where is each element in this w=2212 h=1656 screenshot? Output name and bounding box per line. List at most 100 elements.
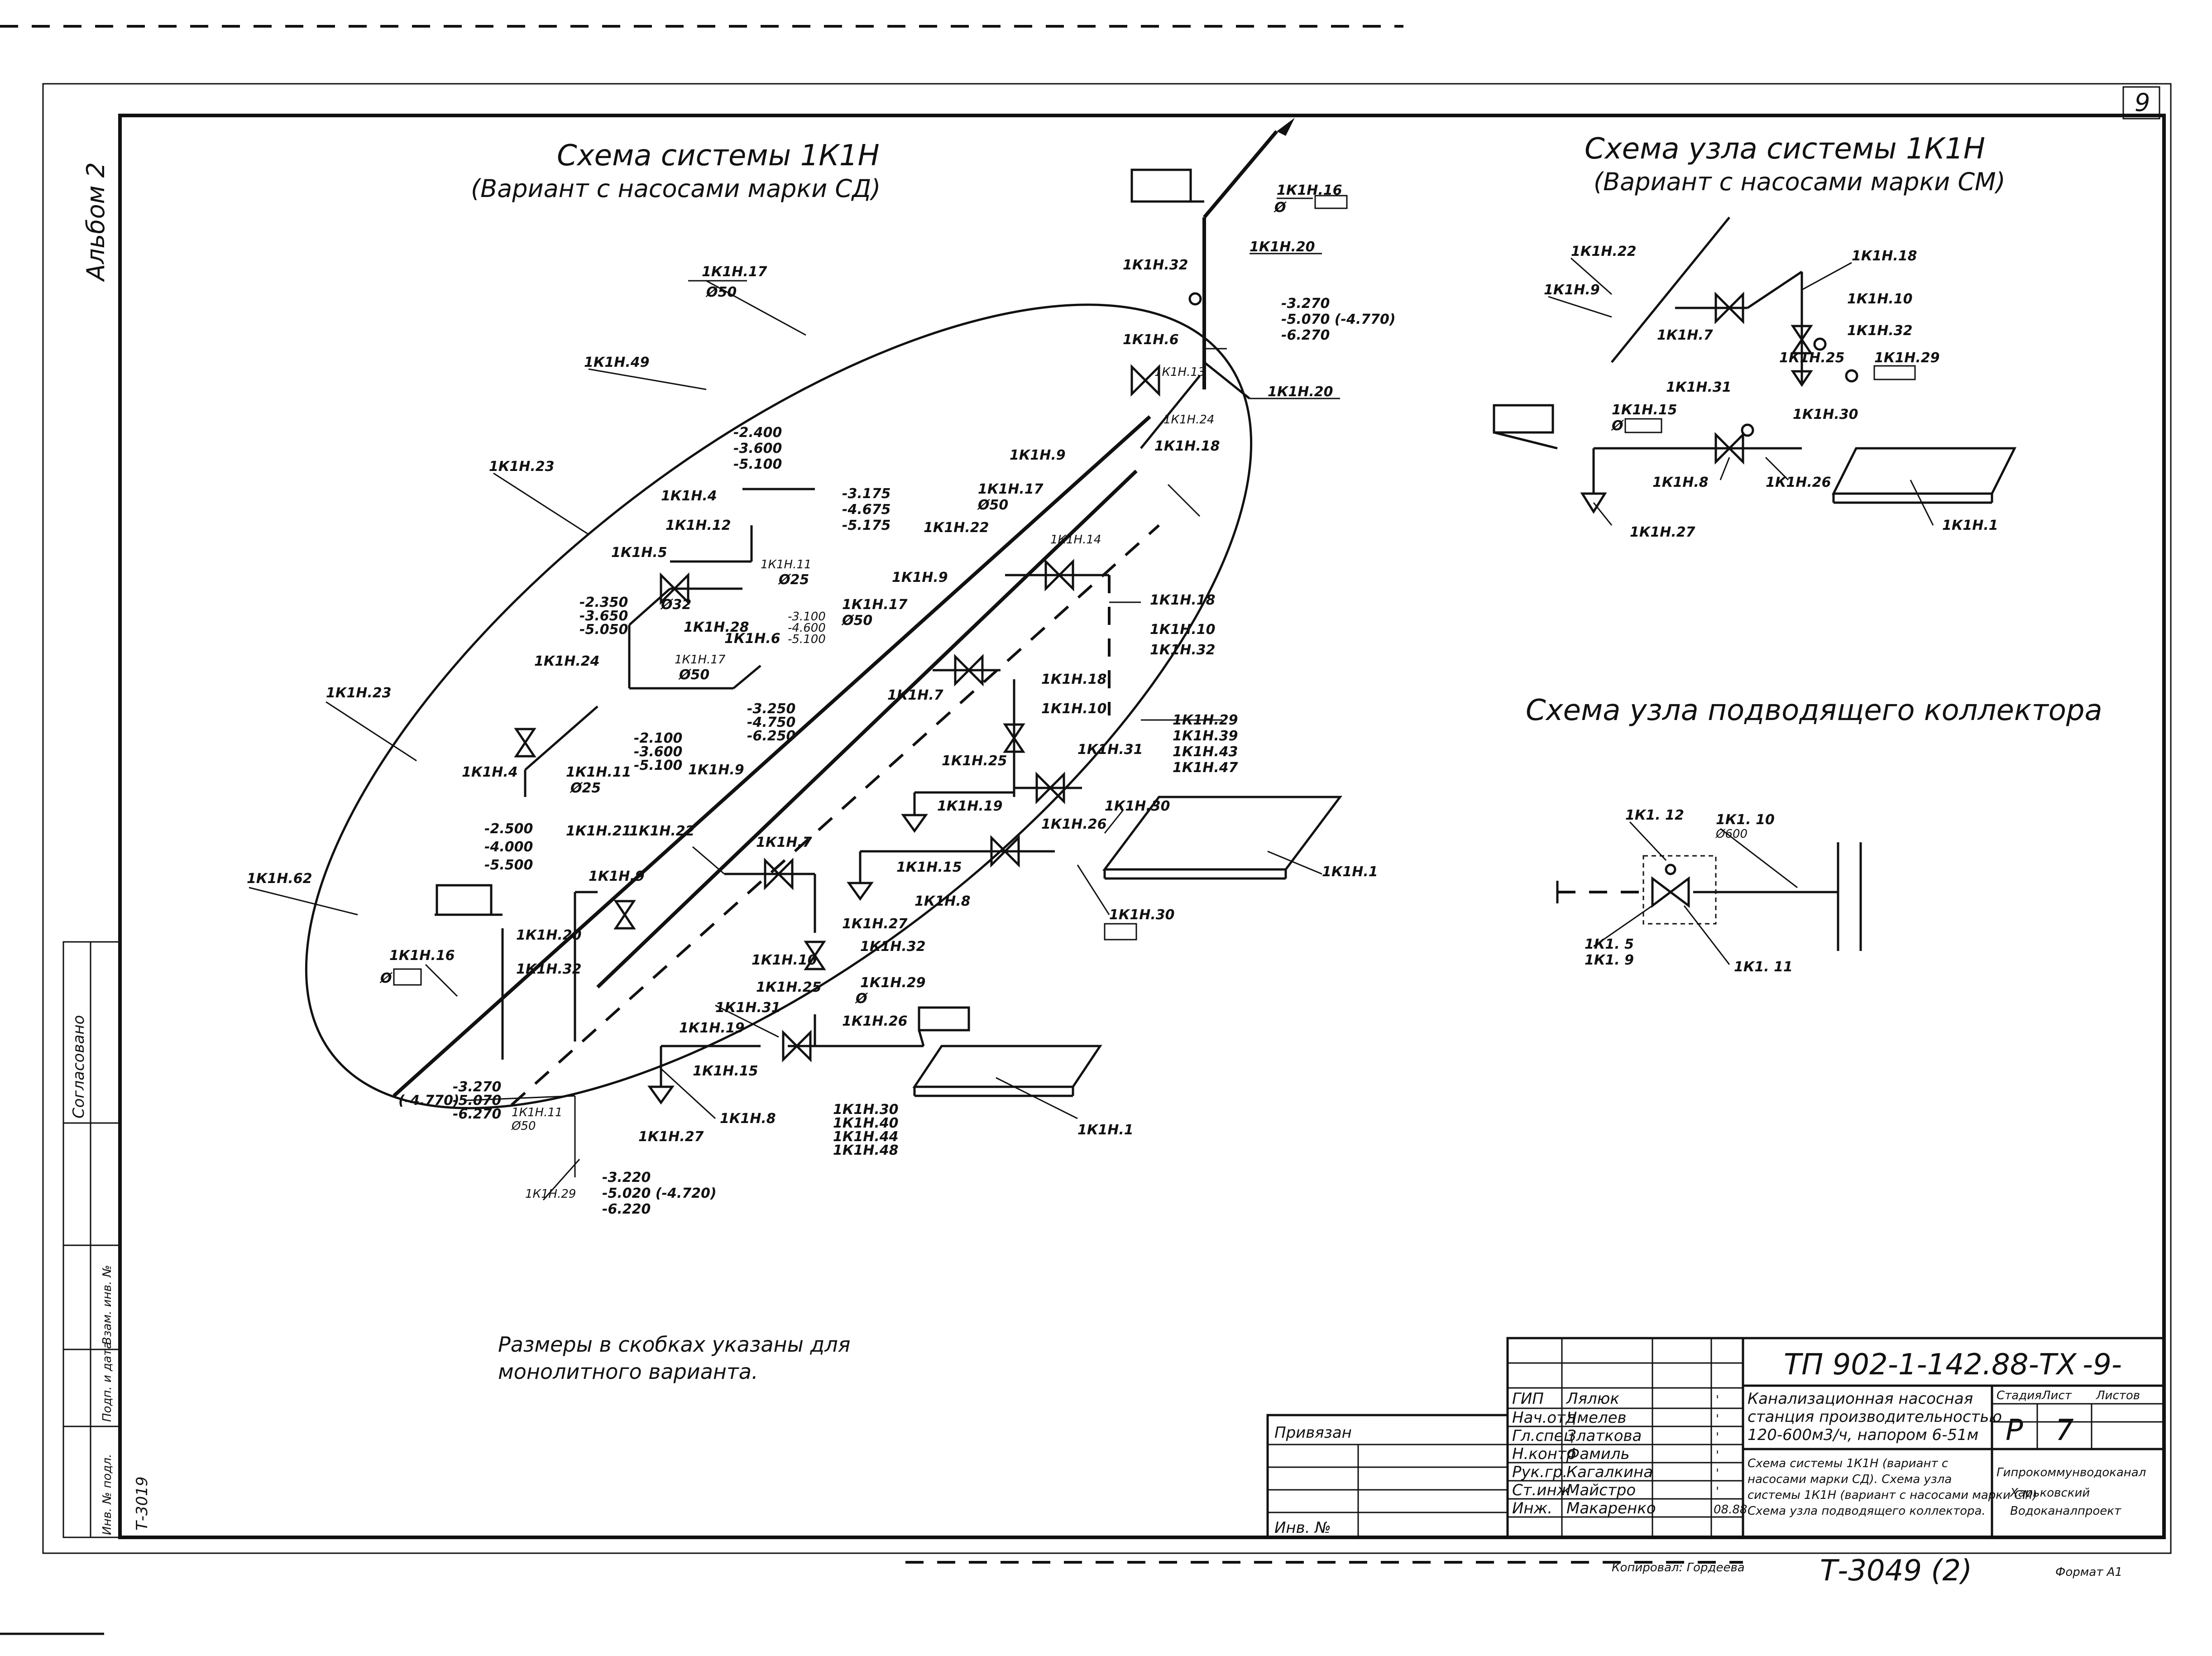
label: Ø32 — [660, 597, 691, 613]
elevation: -2.500 — [484, 821, 533, 837]
date: 08.88 — [1714, 1503, 1747, 1517]
elevation: -5.100 — [634, 758, 682, 773]
label: 1К1Н.9 — [1544, 282, 1600, 298]
label: Ø50 — [977, 497, 1008, 513]
leader — [706, 280, 806, 336]
sheet-desc: Схема системы 1К1Н (вариант с — [1748, 1457, 1948, 1470]
page-number: 9 — [2135, 88, 2150, 117]
label: 1К1Н.7 — [756, 835, 812, 850]
leader — [326, 701, 417, 762]
elevation: -5.175 — [842, 518, 891, 533]
label: 1К1Н.48 — [833, 1142, 899, 1158]
label: 1К1Н.26 — [1041, 816, 1107, 832]
label: 1К1Н.5 — [611, 545, 667, 561]
valve-icon — [613, 912, 636, 930]
vent-box-2 — [436, 884, 493, 916]
label: 1К1Н.9 — [1010, 447, 1066, 463]
name: Фамиль — [1566, 1445, 1630, 1463]
date: ' — [1716, 1393, 1719, 1407]
label: 1К1Н.10 — [1847, 291, 1913, 307]
label: 1К1Н.18 — [1041, 672, 1107, 687]
leader — [1719, 457, 1730, 480]
leader — [1593, 502, 1613, 526]
elevation: -4.750 — [747, 715, 795, 730]
valve-icon — [1130, 364, 1147, 397]
label: 1К1Н.7 — [1657, 327, 1713, 343]
label: 1К1Н.11 — [761, 558, 811, 571]
leader — [660, 1068, 716, 1119]
label: 1К1. 11 — [1734, 959, 1793, 975]
label: 1К1Н.18 — [1852, 248, 1917, 264]
side-stamp: Согласовано Взам. инв. № Подп. и дата Ин… — [62, 941, 151, 1538]
label: 1К1Н.27 — [1630, 524, 1695, 540]
label: 1К1Н.6 — [724, 631, 780, 647]
diameter-box-2 — [393, 968, 422, 986]
sheet-header: Лист — [2041, 1389, 2072, 1402]
vent-box-3 — [918, 1006, 970, 1032]
elevation-stack: -3.100 -4.600 -5.100 — [788, 610, 826, 646]
elevation: -4.600 — [788, 621, 826, 635]
label: 1К1Н.18 — [1154, 438, 1220, 454]
elevation: -5.070 — [453, 1093, 501, 1109]
label: 1К1Н.32 — [1847, 323, 1913, 339]
label: 1К1Н.22 — [629, 823, 695, 839]
elevation: -5.020 (-4.720) — [602, 1186, 717, 1201]
pipe-to-vertical — [1140, 375, 1201, 449]
collector-scheme: 1К1. 12 1К1. 10 Ø600 1К1. 5 1К1. 9 1К1. … — [1556, 807, 1862, 975]
valve-icon — [1714, 432, 1731, 465]
sheet-desc: Схема узла подводящего коллектора. — [1748, 1504, 1986, 1518]
node-scheme: 1К1Н.22 1К1Н.9 1К1Н.7 1К1Н.18 1К1Н.10 1К… — [1493, 216, 2017, 540]
leader — [466, 1095, 575, 1101]
label: 1К1Н.39 — [1173, 728, 1238, 744]
loop-pipe — [305, 303, 1253, 1109]
side-stamp-text: Взам. инв. № — [101, 1265, 114, 1345]
format: Формат А1 — [2055, 1565, 2122, 1579]
leader — [1629, 821, 1667, 861]
label: 1К1Н.22 — [1571, 244, 1637, 259]
label: 1К1Н.26 — [842, 1013, 908, 1029]
label: Ø25 — [570, 780, 601, 796]
valve-icon — [1003, 736, 1025, 753]
label: 1К1Н.4 — [661, 488, 717, 504]
label: 1К1Н.23 — [326, 685, 392, 701]
role: Гл.спец — [1512, 1427, 1574, 1445]
outer-frame — [42, 83, 2172, 1554]
label: 1К1Н.29 — [525, 1187, 576, 1201]
collector-leaders — [1593, 821, 1798, 965]
label: 1К1Н.47 — [1173, 760, 1238, 776]
stage-header: Стадия — [1997, 1389, 2042, 1402]
label: 1К1. 10 — [1716, 812, 1775, 828]
support-icon-2 — [847, 882, 874, 901]
name: Майстро — [1566, 1481, 1636, 1499]
valve-icon — [1728, 291, 1744, 325]
label: Ø25 — [778, 572, 809, 588]
label: Ø50 — [511, 1119, 536, 1133]
note-line-1: Размеры в скобках указаны для — [498, 1332, 850, 1357]
elevation: -3.600 — [634, 744, 682, 760]
title-block: Привязан Инв. № ГИП Нач.отд Гл.спец Н.ко… — [905, 1337, 2165, 1588]
label: 1К1Н.44 — [833, 1129, 899, 1145]
label: 1К1Н.11 — [512, 1106, 562, 1119]
label: 1К1Н.31 — [715, 1000, 781, 1016]
leader — [1910, 480, 1934, 526]
elevation-stack: -2.100 -3.600 -5.100 — [634, 730, 682, 773]
drawing-code: ТП 902-1-142.88-ТХ — [1784, 1348, 2077, 1382]
node-leaders — [1548, 257, 1934, 526]
role: Рук.гр. — [1512, 1463, 1567, 1481]
elevation: -3.100 — [788, 610, 826, 624]
arrow-up-icon — [1277, 118, 1295, 136]
role: Инж. — [1512, 1499, 1552, 1517]
support-icon — [1580, 492, 1607, 514]
elevation: -3.650 — [579, 608, 628, 624]
label: 1К1Н.30 — [1109, 907, 1175, 923]
support-icon — [901, 814, 928, 833]
desc: Канализационная насосная — [1748, 1390, 1973, 1408]
label: 1К1Н.6 — [1123, 332, 1179, 348]
valve-icon — [1791, 337, 1813, 355]
label: 1К1Н.10 — [1041, 701, 1107, 717]
leader — [1765, 456, 1789, 481]
name: Кагалкина — [1566, 1463, 1653, 1481]
label: 1К1Н.29 — [1173, 712, 1238, 728]
label: 1К1Н.8 — [914, 893, 971, 909]
